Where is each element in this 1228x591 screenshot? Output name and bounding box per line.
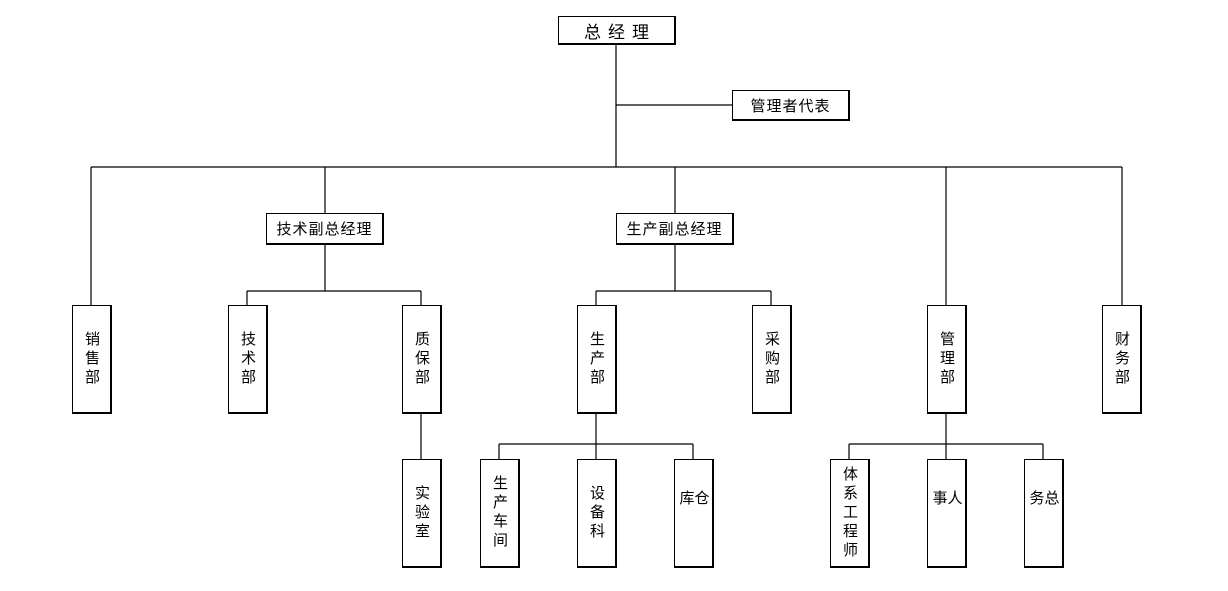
node-production-vp: 生产副总经理 (616, 213, 734, 245)
node-personnel-label: 人事 (930, 490, 964, 535)
node-system-engineer: 体系工程师 (830, 459, 870, 568)
node-warehouse-label: 仓库 (677, 490, 711, 535)
node-equipment-section: 设备科 (577, 459, 617, 568)
node-technical-vp-label: 技术副总经理 (276, 220, 373, 238)
node-management-dept: 管理部 (927, 305, 967, 414)
node-laboratory-label: 实验室 (413, 484, 431, 542)
node-personnel: 人事 (927, 459, 967, 568)
node-production-workshop: 生产车间 (480, 459, 520, 568)
node-general-affairs: 总务 (1024, 459, 1064, 568)
node-production-dept-label: 生产部 (588, 330, 606, 388)
node-technology-dept: 技术部 (228, 305, 268, 414)
node-management-dept-label: 管理部 (938, 330, 956, 388)
node-sales-dept: 销售部 (72, 305, 112, 414)
node-quality-assurance-dept: 质保部 (402, 305, 442, 414)
node-technical-vp: 技术副总经理 (266, 213, 384, 245)
node-technology-dept-label: 技术部 (239, 330, 257, 388)
node-equipment-section-label: 设备科 (588, 484, 606, 542)
node-general-affairs-label: 总务 (1027, 490, 1061, 535)
node-production-dept: 生产部 (577, 305, 617, 414)
node-quality-assurance-dept-label: 质保部 (413, 330, 431, 388)
node-purchasing-dept-label: 采购部 (763, 330, 781, 388)
node-warehouse: 仓库 (674, 459, 714, 568)
node-sales-dept-label: 销售部 (83, 330, 101, 388)
node-management-representative-label: 管理者代表 (750, 96, 831, 115)
node-production-vp-label: 生产副总经理 (626, 220, 723, 238)
node-management-representative: 管理者代表 (732, 90, 850, 121)
node-finance-dept: 财务部 (1102, 305, 1142, 414)
node-production-workshop-label: 生产车间 (491, 475, 509, 551)
node-laboratory: 实验室 (402, 459, 442, 568)
node-purchasing-dept: 采购部 (752, 305, 792, 414)
node-general-manager-label: 总经理 (584, 22, 656, 43)
node-general-manager: 总经理 (558, 16, 676, 45)
node-system-engineer-label: 体系工程师 (841, 465, 859, 561)
node-finance-dept-label: 财务部 (1113, 330, 1131, 388)
